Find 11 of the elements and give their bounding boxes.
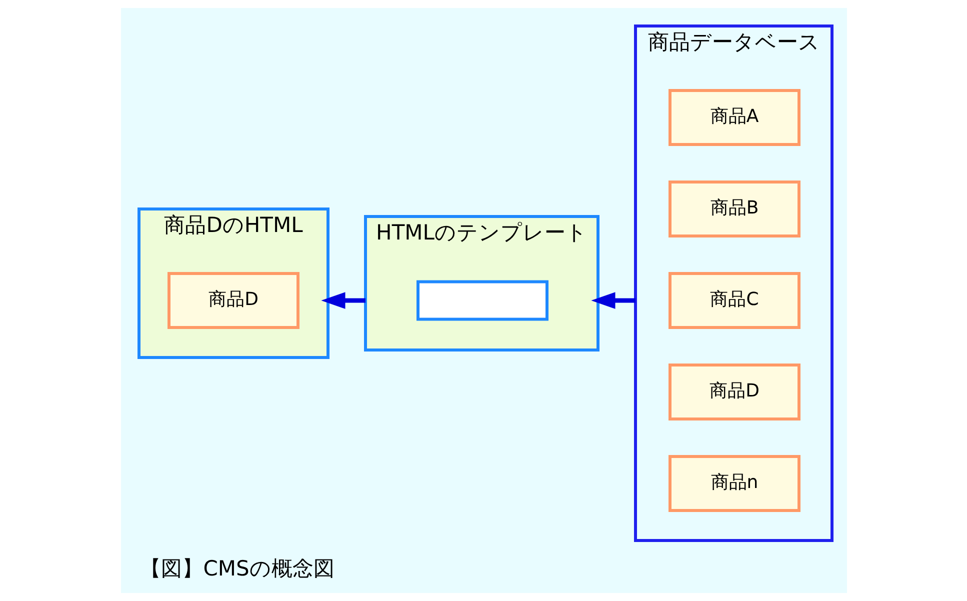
arrow [590,292,635,309]
node-box: 商品D [668,364,800,420]
caption: 【図】CMSの概念図 [140,556,334,580]
node-box: 商品n [668,455,800,512]
arrow [320,292,365,309]
node-box: 商品C [668,272,800,329]
node-box: 商品D [167,272,299,329]
cluster: HTMLのテンプレート [364,215,599,352]
node-box [416,280,548,321]
node-box: 商品A [668,89,800,146]
node-box: 商品B [668,180,800,238]
